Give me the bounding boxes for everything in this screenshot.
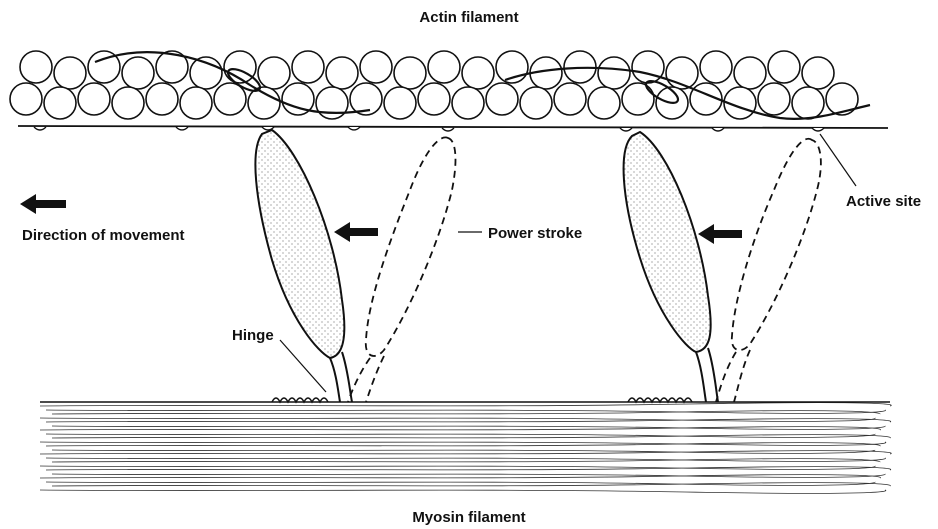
myosin-strand [40, 475, 880, 478]
actin-filament-label: Actin filament [419, 9, 518, 26]
myosin-head-1 [255, 130, 352, 402]
direction-of-movement-label: Direction of movement [22, 227, 185, 244]
actin-bead [112, 87, 144, 119]
actin-bead [326, 57, 358, 89]
actin-bead [598, 57, 630, 89]
actin-bead [316, 87, 348, 119]
myosin-strand [52, 411, 880, 414]
actin-bead [10, 83, 42, 115]
actin-bead [428, 51, 460, 83]
myosin-head-2 [624, 132, 718, 402]
myosin-strand [52, 459, 880, 462]
actin-bead [452, 87, 484, 119]
myosin-strand [46, 482, 875, 485]
actin-bead [248, 87, 280, 119]
active-site-leader [820, 134, 856, 186]
actin-bead [622, 83, 654, 115]
actin-bead [632, 51, 664, 83]
myosin-strand [46, 443, 880, 446]
actin-bead [418, 83, 450, 115]
power-stroke-label: Power stroke [488, 225, 582, 242]
myosin-strand [40, 427, 880, 430]
myosin-head-2-power-stroke [716, 139, 821, 402]
actin-bead [802, 57, 834, 89]
myosin-strand [52, 450, 875, 453]
actin-bead [588, 87, 620, 119]
actin-bead [180, 87, 212, 119]
actin-bead [700, 51, 732, 83]
actin-bead [554, 83, 586, 115]
myosin-head-1-power-stroke [348, 137, 455, 402]
actin-bead [734, 57, 766, 89]
myosin-strand [40, 490, 886, 493]
actin-bead [78, 83, 110, 115]
actin-bead [384, 87, 416, 119]
actin-bead [214, 83, 246, 115]
actin-bead [20, 51, 52, 83]
actin-beads [10, 51, 858, 119]
myosin-strand [40, 418, 875, 421]
actin-bead [792, 87, 824, 119]
actin-bead [486, 83, 518, 115]
arrow-left-icon [334, 222, 378, 242]
myosin-strand [46, 434, 875, 437]
actin-bead [768, 51, 800, 83]
myosin-strand [40, 403, 891, 406]
actin-bead [394, 57, 426, 89]
myosin-strand [40, 466, 875, 469]
actin-bead [758, 83, 790, 115]
myosin-filament-label: Myosin filament [412, 509, 525, 526]
actin-bead [122, 57, 154, 89]
active-site-label: Active site [846, 193, 921, 210]
actin-bead [54, 57, 86, 89]
hinge-label: Hinge [232, 327, 274, 344]
actin-bead [520, 87, 552, 119]
actin-bead [146, 83, 178, 115]
myosin-filament [40, 403, 891, 494]
arrow-left-icon [20, 194, 66, 214]
actin-bead [360, 51, 392, 83]
arrow-left-icon [698, 224, 742, 244]
actin-bead [258, 57, 290, 89]
actin-bead [462, 57, 494, 89]
actin-bead [292, 51, 324, 83]
actin-baseline [18, 126, 888, 128]
actin-bead [44, 87, 76, 119]
